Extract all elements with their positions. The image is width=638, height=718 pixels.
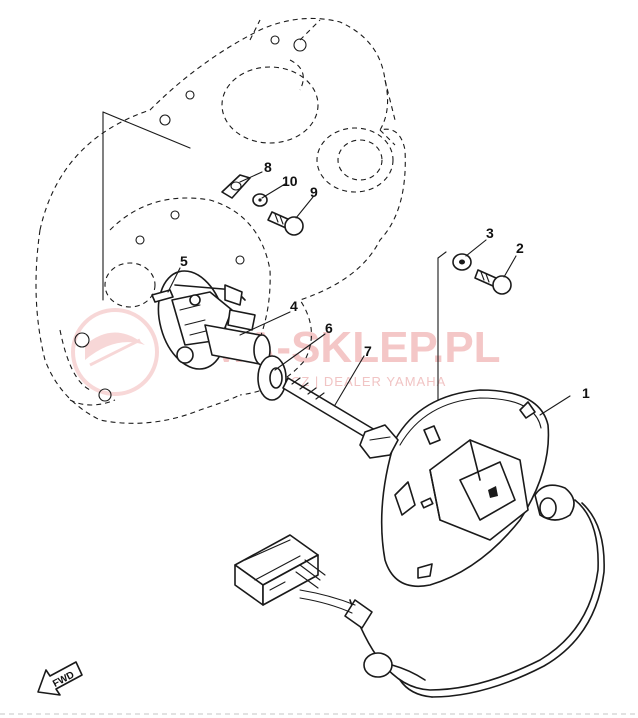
callout-2: 2 xyxy=(516,240,524,256)
callout-7: 7 xyxy=(364,343,372,359)
screw-2 xyxy=(474,269,512,295)
plate-8 xyxy=(221,174,251,199)
callout-3: 3 xyxy=(486,225,494,241)
callout-1: 1 xyxy=(582,385,590,401)
watermark-subtitle: OWICZ | DEALER YAMAHA xyxy=(262,374,446,389)
forward-arrow-icon xyxy=(37,661,83,696)
screw-9 xyxy=(267,211,304,236)
callout-8: 8 xyxy=(264,159,272,175)
washer-6 xyxy=(257,355,287,401)
callout-6: 6 xyxy=(325,320,333,336)
watermark-logo-icon xyxy=(71,308,159,396)
callout-5: 5 xyxy=(180,253,188,269)
crankcase-outline xyxy=(35,17,406,424)
rotor-assembly xyxy=(151,270,271,370)
stator-assembly xyxy=(234,389,605,698)
callout-labels: 1 2 3 4 5 6 7 8 9 10 xyxy=(180,159,590,401)
bolt-7 xyxy=(282,377,399,459)
leader-lines xyxy=(167,171,571,416)
washer-3 xyxy=(452,253,472,271)
callout-10: 10 xyxy=(282,173,298,189)
callout-9: 9 xyxy=(310,184,318,200)
fwd-badge: FWD xyxy=(37,661,83,696)
callout-4: 4 xyxy=(290,298,298,314)
